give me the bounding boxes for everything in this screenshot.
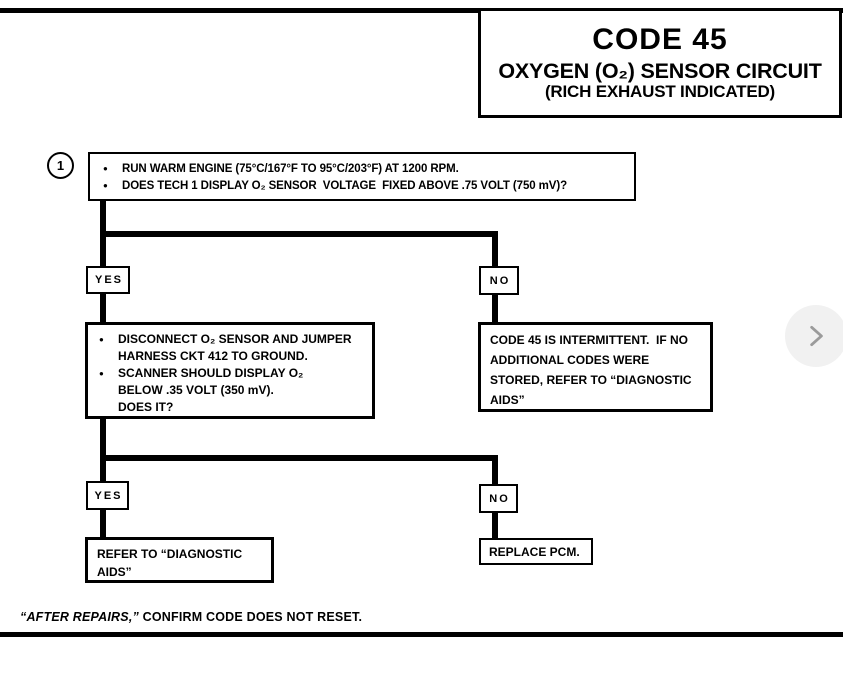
connector-line [100, 293, 106, 323]
node-text: REFER TO “DIAGNOSTIC [97, 547, 243, 561]
node-text: RUN WARM ENGINE (75°C/167°F TO 95°C/203°… [122, 163, 459, 175]
after-repairs-note-emphasis: “AFTER REPAIRS,” [20, 610, 139, 624]
node-line: AIDS” [88, 563, 271, 581]
connector-line [100, 231, 498, 237]
page-subtitle: OXYGEN (O₂) SENSOR CIRCUIT [498, 59, 822, 83]
bullet-icon: ● [99, 335, 104, 344]
connector-line [100, 418, 106, 459]
node-text: BELOW .35 VOLT (350 mV). [118, 383, 274, 397]
branch-label-yes-2: YES [86, 481, 129, 510]
connector-line [100, 455, 498, 461]
node-line: AIDS” [481, 390, 710, 410]
branch-label-no-1: NO [479, 266, 519, 295]
bullet-icon: ● [103, 164, 108, 173]
node-text: REPLACE PCM. [489, 544, 580, 559]
after-repairs-note: “AFTER REPAIRS,” CONFIRM CODE DOES NOT R… [20, 610, 362, 624]
node-line: ● SCANNER SHOULD DISPLAY O₂ [88, 365, 372, 382]
node-line: STORED, REFER TO “DIAGNOSTIC [481, 370, 710, 390]
step-number-marker: 1 [47, 152, 74, 179]
chevron-right-icon [810, 325, 823, 347]
after-repairs-note-text: CONFIRM CODE DOES NOT RESET. [138, 610, 363, 624]
node-line: ● DISCONNECT O₂ SENSOR AND JUMPER [88, 331, 372, 348]
connector-line [100, 459, 106, 482]
bullet-icon: ● [103, 180, 108, 190]
node-line: ● DOES TECH 1 DISPLAY O₂ SENSOR VOLTAGE F… [90, 178, 634, 195]
connector-line [100, 508, 106, 538]
node-line: DOES IT? [88, 399, 372, 416]
node-line: BELOW .35 VOLT (350 mV). [88, 382, 372, 399]
flow-node-start: ● RUN WARM ENGINE (75°C/167°F TO 95°C/203… [88, 152, 636, 201]
node-text: DOES IT? [118, 400, 174, 414]
node-line: REFER TO “DIAGNOSTIC [88, 545, 271, 563]
node-text: CODE 45 IS INTERMITTENT. IF NO [490, 333, 689, 347]
flow-node-yes-2: REFER TO “DIAGNOSTIC AIDS” [85, 537, 274, 583]
node-line: CODE 45 IS INTERMITTENT. IF NO [481, 330, 710, 350]
connector-line [492, 294, 498, 323]
node-text: HARNESS CKT 412 TO GROUND. [118, 349, 308, 363]
node-line: ADDITIONAL CODES WERE [481, 350, 710, 370]
node-text: DISCONNECT O₂ SENSOR AND JUMPER [118, 332, 352, 346]
title-box: CODE 45 OXYGEN (O₂) SENSOR CIRCUIT (RICH… [478, 8, 842, 118]
connector-line [492, 512, 498, 539]
node-text: AIDS” [490, 393, 525, 407]
cropped-margin-glyph: ) [0, 304, 2, 341]
node-text: ADDITIONAL CODES WERE [490, 353, 650, 367]
branch-label-no-2: NO [479, 484, 518, 513]
bullet-icon: ● [99, 369, 104, 378]
page-subtitle-2: (RICH EXHAUST INDICATED) [544, 82, 776, 101]
branch-label-yes-1: YES [86, 266, 130, 294]
node-text: SCANNER SHOULD DISPLAY O₂ [118, 366, 304, 380]
flow-node-no-1: CODE 45 IS INTERMITTENT. IF NO ADDITIONA… [478, 322, 713, 412]
node-text: AIDS” [97, 565, 132, 579]
connector-line [100, 235, 106, 267]
flow-node-no-2: REPLACE PCM. [479, 538, 593, 565]
node-line: ● RUN WARM ENGINE (75°C/167°F TO 95°C/203… [90, 161, 634, 178]
bottom-rule [0, 632, 843, 637]
connector-line [492, 235, 498, 267]
connector-line [100, 201, 106, 235]
flow-node-yes-1: ● DISCONNECT O₂ SENSOR AND JUMPER HARNESS… [85, 322, 375, 419]
node-text: STORED, REFER TO “DIAGNOSTIC [490, 373, 692, 387]
page-title: CODE 45 [592, 23, 728, 56]
connector-line [492, 459, 498, 485]
node-line: HARNESS CKT 412 TO GROUND. [88, 348, 372, 365]
next-page-button[interactable] [785, 305, 843, 367]
top-rule [0, 8, 843, 13]
node-text: DOES TECH 1 DISPLAY O₂ SENSOR VOLTAGE FI… [122, 179, 567, 192]
